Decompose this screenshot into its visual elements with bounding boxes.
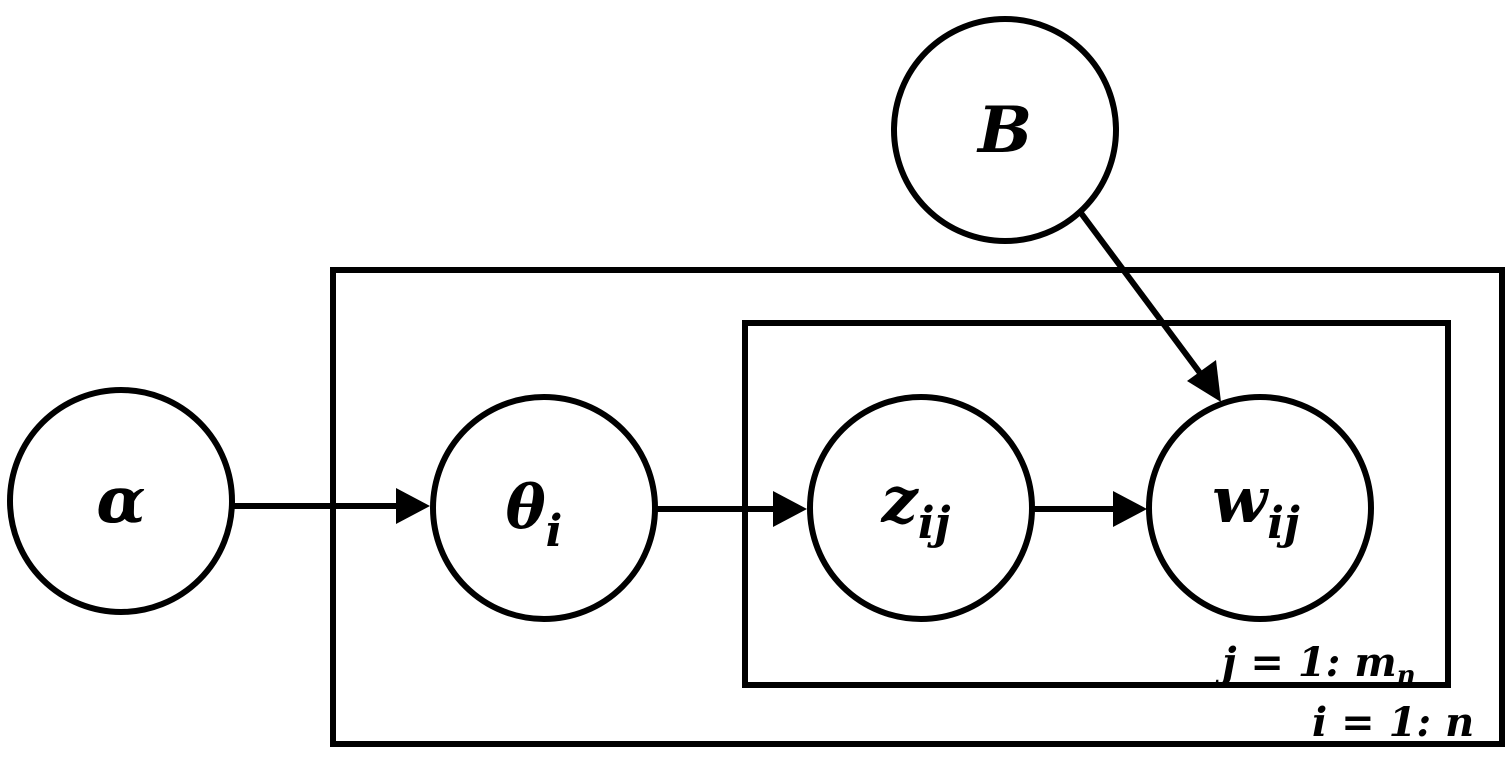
outer-plate-label: i = 1: n <box>1312 699 1474 746</box>
edge-z-w <box>1033 491 1147 527</box>
node-B-label: B <box>976 93 1032 168</box>
node-w-label: w <box>1212 463 1269 538</box>
edge-alpha-theta <box>232 488 430 524</box>
node-w: wij <box>1146 394 1374 622</box>
inner-plate-label-subscript: n <box>1397 661 1416 691</box>
inner-plate-label: j = 1: mn <box>1215 639 1416 691</box>
inner-plate <box>742 320 1451 688</box>
node-alpha: α <box>7 387 235 615</box>
edge-B-w <box>1072 203 1221 402</box>
svg-text:wij: wij <box>1212 463 1300 549</box>
node-w-subscript: ij <box>1267 498 1300 549</box>
node-z: zij <box>807 394 1035 622</box>
svg-text:θi: θi <box>506 473 563 557</box>
node-theta-label: θ <box>506 473 546 543</box>
node-theta-subscript: i <box>546 506 563 557</box>
svg-text:zij: zij <box>881 463 951 549</box>
node-alpha-label: α <box>96 463 145 538</box>
edge-theta-z <box>655 491 807 527</box>
node-B: B <box>891 16 1119 244</box>
node-theta: θi <box>430 394 658 622</box>
node-z-label: z <box>881 463 920 538</box>
node-z-subscript: ij <box>918 498 951 549</box>
